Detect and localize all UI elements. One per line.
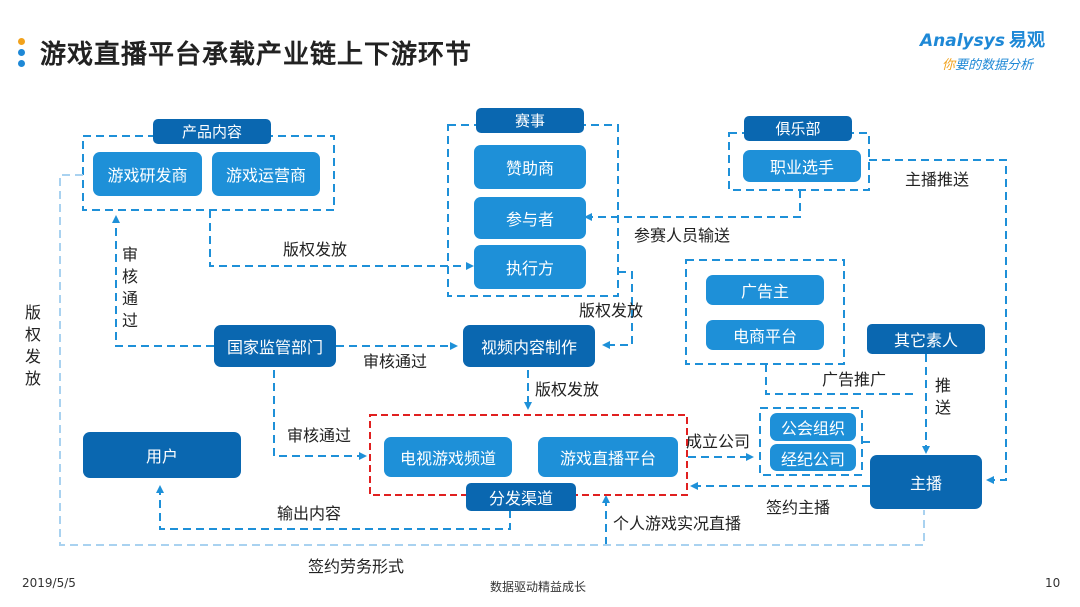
user-node: 用户 <box>83 432 241 478</box>
label-output-content: 输出内容 <box>277 504 342 523</box>
label-sign-anchor: 签约主播 <box>766 498 831 517</box>
sponsor-node: 赞助商 <box>474 145 586 189</box>
video-production-node: 视频内容制作 <box>463 325 595 367</box>
label-review-lower: 审核通过 <box>287 426 352 445</box>
anchor-node: 主播 <box>870 455 982 509</box>
footer-page-number: 10 <box>1045 576 1061 590</box>
label-ad-promotion: 广告推广 <box>822 370 887 389</box>
executor-node: 执行方 <box>474 245 586 289</box>
pro-player-node: 职业选手 <box>743 150 861 182</box>
logo-brand-cn: 易观 <box>1008 30 1045 51</box>
title-bullet-icon <box>18 38 26 71</box>
label-review-horizontal: 审核通过 <box>363 352 428 371</box>
label-copyright-product: 版权发放 <box>283 240 348 259</box>
product-group-frame <box>82 135 335 211</box>
label-personal-live: 个人游戏实况直播 <box>613 514 742 533</box>
label-labor-contract: 签约劳务形式 <box>308 557 405 576</box>
product-group-header: 产品内容 <box>153 119 271 144</box>
advertiser-node: 广告主 <box>706 275 824 305</box>
label-anchor-push: 主播推送 <box>905 170 970 189</box>
guild-node: 公会组织 <box>770 413 856 441</box>
label-copyright-left: 版权发放 <box>24 303 41 388</box>
logo-tagline: 要的数据分析 <box>955 58 1034 73</box>
label-copyright-event: 版权发放 <box>579 301 644 320</box>
logo-tagline-highlight: 你 <box>942 58 956 73</box>
club-group-header: 俱乐部 <box>744 116 852 141</box>
game-developer-node: 游戏研发商 <box>93 152 202 196</box>
regulator-node: 国家监管部门 <box>214 325 336 367</box>
game-operator-node: 游戏运营商 <box>212 152 320 196</box>
other-amateur-node: 其它素人 <box>867 324 985 354</box>
page-title: 游戏直播平台承载产业链上下游环节 <box>40 40 473 70</box>
live-platform-node: 游戏直播平台 <box>538 437 678 477</box>
footer-date: 2019/5/5 <box>22 576 76 590</box>
label-push-vertical: 推送 <box>934 376 951 417</box>
label-review-vertical: 审核通过 <box>121 245 138 330</box>
logo-brand: Analysys <box>920 31 1005 51</box>
label-participant-transfer: 参赛人员输送 <box>634 226 731 245</box>
label-copyright-video: 版权发放 <box>535 380 600 399</box>
agency-node: 经纪公司 <box>770 444 856 471</box>
footer-slogan: 数据驱动精益成长 <box>490 580 587 594</box>
participant-node: 参与者 <box>474 197 586 239</box>
label-found-company: 成立公司 <box>686 432 751 451</box>
tv-channel-node: 电视游戏频道 <box>384 437 512 477</box>
distribution-channel-label: 分发渠道 <box>466 483 576 511</box>
event-group-header: 赛事 <box>476 108 584 133</box>
ecommerce-node: 电商平台 <box>706 320 824 350</box>
